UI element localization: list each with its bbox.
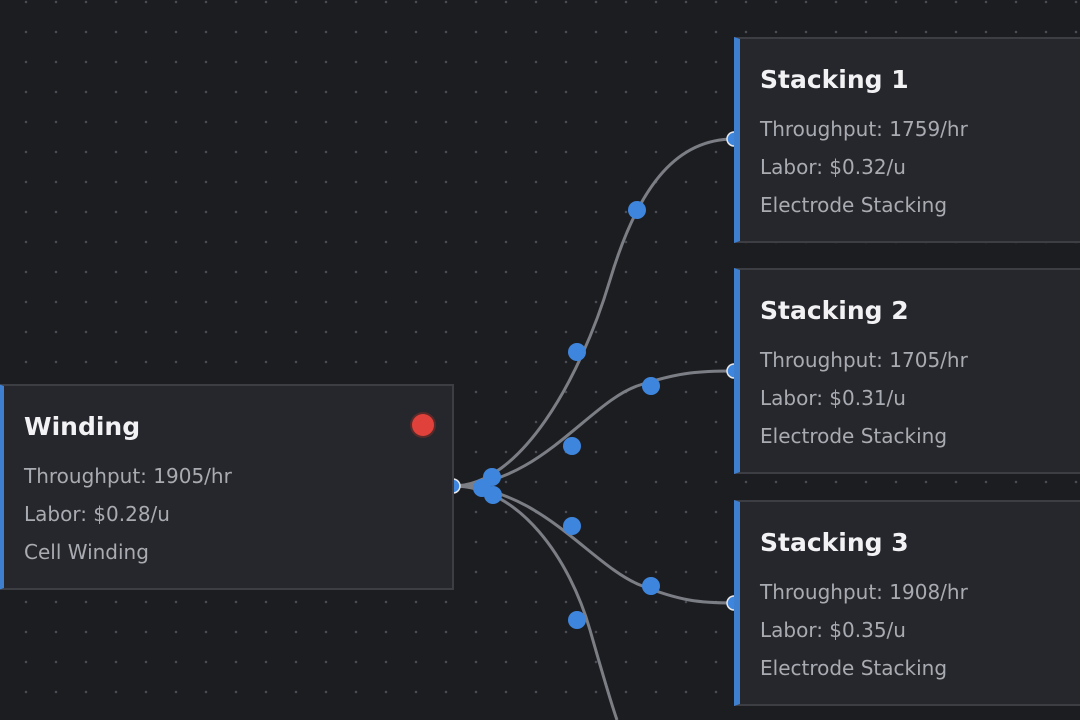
edge-handle-stacking3-upper[interactable] [563, 517, 581, 535]
edge-winding-stacking1[interactable] [452, 137, 735, 488]
node-title: Stacking 1 [760, 65, 909, 94]
node-stacking-3[interactable]: Stacking 3 Throughput: 1908/hr Labor: $0… [734, 500, 1080, 706]
node-category: Cell Winding [24, 540, 149, 564]
node-labor: Labor: $0.31/u [760, 386, 906, 410]
edge-winding-offscreen[interactable] [452, 484, 619, 720]
node-title: Stacking 2 [760, 296, 909, 325]
node-throughput: Throughput: 1759/hr [760, 117, 968, 141]
edge-handle-stacking1-lower[interactable] [568, 343, 586, 361]
node-throughput: Throughput: 1905/hr [24, 464, 232, 488]
node-title: Stacking 3 [760, 528, 909, 557]
node-throughput: Throughput: 1705/hr [760, 348, 968, 372]
node-category: Electrode Stacking [760, 656, 948, 680]
node-category: Electrode Stacking [760, 193, 948, 217]
node-stacking-2[interactable]: Stacking 2 Throughput: 1705/hr Labor: $0… [734, 268, 1080, 474]
node-labor: Labor: $0.28/u [24, 502, 170, 526]
node-throughput: Throughput: 1908/hr [760, 580, 968, 604]
edge-handle-source-c[interactable] [484, 486, 502, 504]
node-winding[interactable]: Winding Throughput: 1905/hr Labor: $0.28… [0, 384, 454, 590]
edge-handle-offscreen[interactable] [568, 611, 586, 629]
node-category: Electrode Stacking [760, 424, 948, 448]
edge-handle-stacking1-upper[interactable] [628, 201, 646, 219]
edge-handle-stacking2-lower[interactable] [563, 437, 581, 455]
edge-handle-stacking2-upper[interactable] [642, 377, 660, 395]
edge-winding-stacking3[interactable] [452, 484, 735, 605]
node-labor: Labor: $0.35/u [760, 618, 906, 642]
node-stacking-1[interactable]: Stacking 1 Throughput: 1759/hr Labor: $0… [734, 37, 1080, 243]
red-status-dot-icon [412, 414, 434, 436]
edge-handle-stacking3-lower[interactable] [642, 577, 660, 595]
edge-winding-stacking2[interactable] [452, 369, 735, 488]
node-labor: Labor: $0.32/u [760, 155, 906, 179]
node-title: Winding [24, 412, 141, 441]
